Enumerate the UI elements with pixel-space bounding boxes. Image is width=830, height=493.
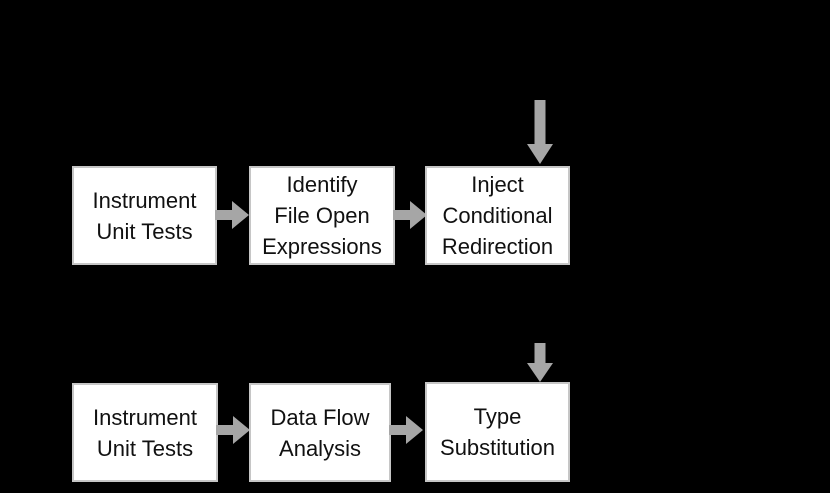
step-box-identify-file-open-expressions: Identify File Open Expressions xyxy=(249,166,395,265)
right-arrow-icon xyxy=(215,201,249,229)
down-arrow-icon xyxy=(527,100,553,164)
right-arrow-icon xyxy=(389,416,423,444)
right-arrow-icon xyxy=(216,416,250,444)
step-box-instrument-unit-tests-row1: Instrument Unit Tests xyxy=(72,166,217,265)
right-arrow-icon xyxy=(393,201,427,229)
step-box-instrument-unit-tests-row2: Instrument Unit Tests xyxy=(72,383,218,482)
step-box-data-flow-analysis: Data Flow Analysis xyxy=(249,383,391,482)
step-box-inject-conditional-redirection: Inject Conditional Redirection xyxy=(425,166,570,265)
step-box-type-substitution: Type Substitution xyxy=(425,382,570,482)
down-arrow-icon xyxy=(527,343,553,382)
